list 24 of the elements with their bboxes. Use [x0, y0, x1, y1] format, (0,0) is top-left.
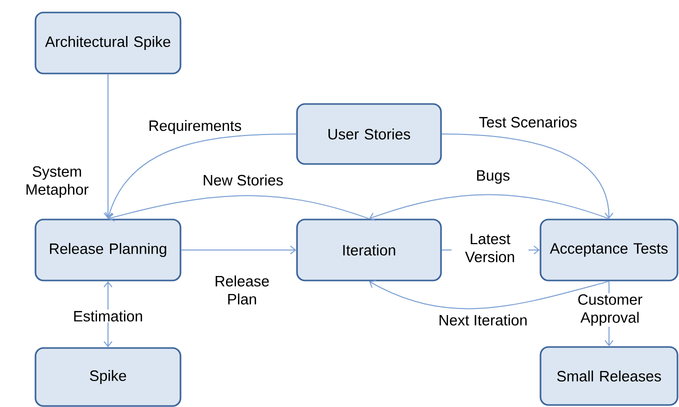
process-box: Spike — [34, 347, 182, 407]
edge-label: Release Plan — [211, 274, 273, 306]
arrow — [180, 246, 296, 254]
arrow — [369, 280, 610, 310]
process-box: Acceptance Tests — [540, 218, 678, 282]
process-box: Architectural Spike — [34, 12, 182, 74]
process-box: Release Planning — [34, 218, 182, 282]
arrow — [104, 74, 112, 219]
arrow — [108, 195, 370, 222]
edge-label: Next Iteration — [437, 314, 529, 326]
edge-label: New Stories — [202, 174, 284, 186]
arrow — [105, 134, 297, 219]
process-box: User Stories — [296, 103, 442, 165]
edge-label: Latest Version — [452, 232, 528, 264]
process-box: Small Releases — [540, 346, 678, 406]
edge-label: Customer Approval — [566, 293, 654, 327]
edge-label: Bugs — [474, 169, 512, 185]
process-box: Iteration — [296, 218, 442, 282]
edge-label: System Metaphor — [18, 165, 96, 199]
arrow — [369, 194, 610, 221]
edge-label: Test Scenarios — [478, 116, 578, 128]
arrow — [441, 134, 614, 219]
edge-label: Requirements — [147, 119, 243, 135]
edge-label: Estimation — [72, 310, 144, 323]
